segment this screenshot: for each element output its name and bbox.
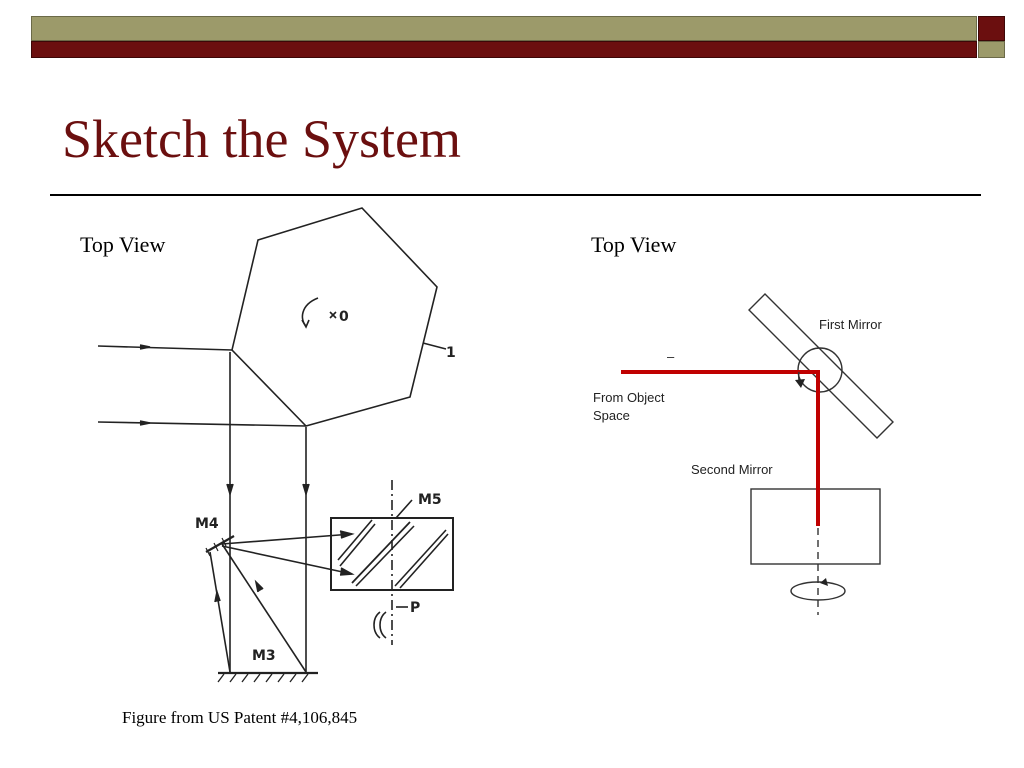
- label-m4: M4: [195, 516, 219, 532]
- second-mirror-label: Second Mirror: [691, 462, 773, 477]
- incoming-ray-1: [97, 345, 233, 351]
- left-top-view-label: Top View: [80, 232, 166, 257]
- first-mirror-label: First Mirror: [819, 317, 882, 332]
- label-1: 1: [446, 345, 456, 361]
- label-m3: M3: [252, 648, 276, 664]
- schematic: [621, 293, 894, 615]
- incoming-ray-2: [97, 421, 307, 427]
- slide-title: Sketch the System: [62, 109, 461, 169]
- schematic-labels: First Mirror Second Mirror From Object S…: [593, 317, 882, 477]
- header-band-olive: [31, 16, 977, 41]
- label-m5: M5: [418, 492, 442, 508]
- title-divider: [50, 194, 981, 196]
- right-top-view-label: Top View: [591, 232, 677, 257]
- label-0: 0: [339, 309, 349, 325]
- dash-mark: –: [667, 349, 675, 364]
- from-object-label-line2: Space: [593, 408, 630, 423]
- header-square-maroon: [978, 16, 1005, 41]
- patent-labels: 0 1 M4 M5 M3 P: [195, 309, 456, 664]
- label-p: P: [410, 600, 420, 616]
- from-object-label-line1: From Object: [593, 390, 665, 405]
- rotation-arrow-bottom: [790, 581, 846, 601]
- header-square-olive: [978, 41, 1005, 58]
- second-mirror-box: [750, 488, 881, 565]
- figure-caption: Figure from US Patent #4,106,845: [122, 708, 358, 727]
- first-mirror: [748, 293, 894, 439]
- patent-figure: [97, 207, 454, 683]
- rotation-arrow: [301, 297, 319, 327]
- mirror-m4: [205, 535, 235, 553]
- header-band-maroon: [31, 41, 977, 58]
